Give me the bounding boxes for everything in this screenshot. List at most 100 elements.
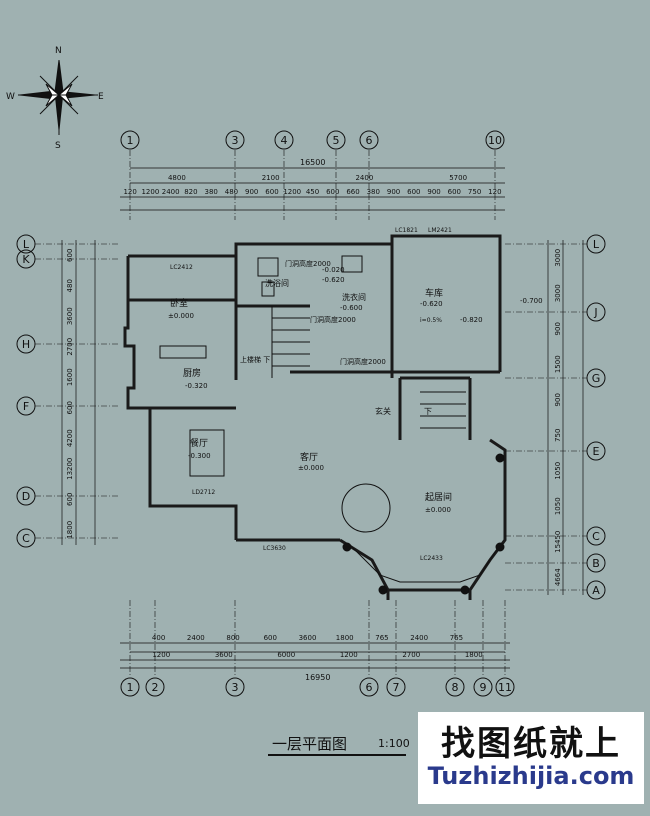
axis-right-1-bubble xyxy=(586,302,606,322)
dim-top3-10: 600 xyxy=(326,188,339,196)
dim-left-1: 480 xyxy=(66,279,74,292)
axis-bottom-6-label: 9 xyxy=(480,681,487,694)
door-height-label-2: 门洞高度2000 xyxy=(310,315,356,324)
dim-bot1-7: 2400 xyxy=(410,634,428,642)
dim-top3-15: 900 xyxy=(427,188,440,196)
dim-top2-0: 4800 xyxy=(168,174,186,182)
dim-bot2-0: 1200 xyxy=(152,651,170,659)
dim-top3-17: 750 xyxy=(468,188,481,196)
axis-right-2-bubble xyxy=(586,368,606,388)
dim-bot1-1: 2400 xyxy=(187,634,205,642)
dim-right-8: 15450 xyxy=(554,531,562,553)
dim-bot2-3: 1200 xyxy=(340,651,358,659)
dim-bot1-2: 800 xyxy=(226,634,239,642)
axis-top-1-label: 3 xyxy=(232,134,239,147)
dim-right-6: 1050 xyxy=(554,462,562,480)
dim-right-0: 3000 xyxy=(554,249,562,267)
dim-right-1: 3000 xyxy=(554,284,562,302)
axis-right-5-label: B xyxy=(592,557,600,570)
dim-left-4: 1600 xyxy=(66,368,74,386)
axis-left-0-label: L xyxy=(23,238,30,251)
axis-left-3-bubble xyxy=(16,396,36,416)
axis-top-0-label: 1 xyxy=(127,134,134,147)
axis-top-3-label: 5 xyxy=(333,134,340,147)
room-bath-name: 洗浴间 xyxy=(265,278,289,288)
room-lounge-name: 起居间 xyxy=(425,491,452,503)
room-kitchen-level: -0.320 xyxy=(185,382,208,390)
axis-left-5-bubble xyxy=(16,528,36,548)
dim-right-4: 900 xyxy=(554,393,562,406)
dim-left-2: 3600 xyxy=(66,307,74,325)
room-living-name: 客厅 xyxy=(300,451,318,463)
axis-left-2-label: H xyxy=(22,338,30,351)
axis-left-1-label: K xyxy=(22,253,30,266)
watermark-chinese: 找图纸就上 xyxy=(441,724,621,764)
drawing-scale: 1:100 xyxy=(378,737,410,750)
dim-top3-4: 380 xyxy=(204,188,217,196)
door-height-label-3: 门洞高度2000 xyxy=(340,357,386,366)
drawing-title: 一层平面图 xyxy=(272,735,348,753)
dim-top3-13: 900 xyxy=(387,188,400,196)
axis-top-4-label: 6 xyxy=(366,134,373,147)
dim-left-6: 4200 xyxy=(66,429,74,447)
axis-right-6-bubble xyxy=(586,580,606,600)
window-lc2433: LC2433 xyxy=(420,555,443,562)
axis-top-2-bubble xyxy=(274,130,294,150)
door-ld2712: LD2712 xyxy=(192,489,215,496)
room-garage-name: 车库 xyxy=(425,287,443,299)
room-lounge-level: ±0.000 xyxy=(425,506,451,514)
dim-bot2-5: 1800 xyxy=(465,651,483,659)
compass-e-label: E xyxy=(98,92,104,102)
dim-top2-3: 5700 xyxy=(449,174,467,182)
room-bedroom-level: ±0.000 xyxy=(168,312,194,320)
dim-left-3: 2700 xyxy=(66,338,74,356)
axis-left-4-label: D xyxy=(22,490,30,503)
axis-top-3-bubble xyxy=(326,130,346,150)
axis-right-2-label: G xyxy=(592,372,601,385)
axis-bottom-2-label: 3 xyxy=(232,681,239,694)
dim-right-3: 1500 xyxy=(554,355,562,373)
dim-left-5: 600 xyxy=(66,401,74,414)
axis-top-2-label: 4 xyxy=(281,134,288,147)
axis-bottom-4-bubble xyxy=(386,677,406,697)
axis-left-2-bubble xyxy=(16,334,36,354)
window-lc2412: LC2412 xyxy=(170,264,193,271)
room-dining-name: 餐厅 xyxy=(190,437,208,449)
axis-right-3-bubble xyxy=(586,441,606,461)
axis-right-4-bubble xyxy=(586,526,606,546)
dim-top3-9: 450 xyxy=(306,188,319,196)
window-lc3630: LC3630 xyxy=(263,545,286,552)
dim-bot1-8: 765 xyxy=(450,634,463,642)
level-0700-label: -0.700 xyxy=(520,297,543,305)
dim-top3-6: 900 xyxy=(245,188,258,196)
dim-bot2-4: 2700 xyxy=(402,651,420,659)
level-neg-label: -0.620 xyxy=(322,276,345,284)
axis-bottom-7-label: 11 xyxy=(498,681,512,694)
axis-right-3-label: E xyxy=(593,445,600,458)
door-height-label-1: 门洞高度2000 xyxy=(285,259,331,268)
dim-bot1-0: 400 xyxy=(152,634,165,642)
compass-w-label: W xyxy=(6,92,15,102)
axis-top-5-label: 10 xyxy=(488,134,502,147)
dim-bot1-4: 3600 xyxy=(299,634,317,642)
axis-bottom-0-bubble xyxy=(120,677,140,697)
dim-top3-5: 480 xyxy=(225,188,238,196)
dim-top3-0: 120 xyxy=(123,188,136,196)
dim-total-bottom: 16950 xyxy=(305,673,330,682)
dim-top3-16: 600 xyxy=(448,188,461,196)
dim-top2-1: 2100 xyxy=(262,174,280,182)
axis-bottom-0-label: 1 xyxy=(127,681,134,694)
axis-bottom-5-label: 8 xyxy=(452,681,459,694)
stair-label: 上楼梯 下 xyxy=(240,355,270,364)
dim-top3-14: 600 xyxy=(407,188,420,196)
axis-left-0-bubble xyxy=(16,234,36,254)
axis-right-4-label: C xyxy=(592,530,600,543)
window-lc1821: LC1821 xyxy=(395,227,418,234)
